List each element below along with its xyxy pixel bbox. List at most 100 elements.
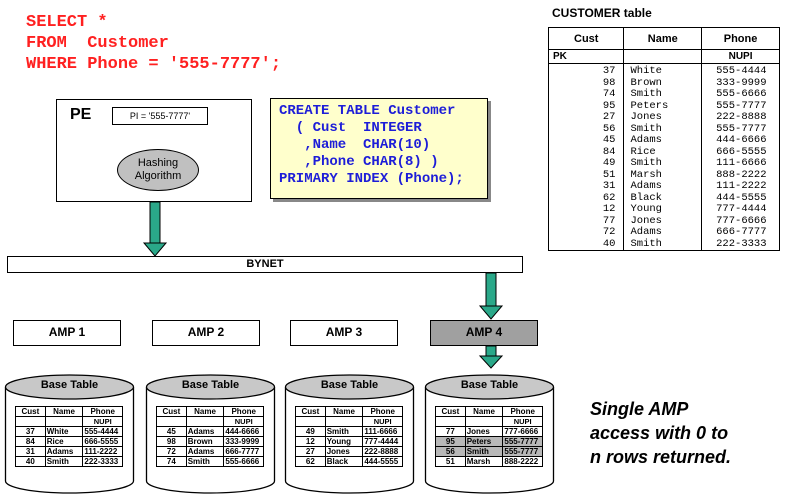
base-table-subheader — [156, 416, 187, 427]
base-table-header: Name — [185, 406, 225, 417]
base-table-subheader — [435, 416, 466, 427]
base-table-cell: Adams — [185, 446, 225, 457]
customer-cell-phone: 555-4444 — [716, 65, 767, 77]
base-table-title: Base Table — [40, 379, 99, 391]
pe-label: PE — [70, 106, 92, 123]
base-table-cell: Brown — [185, 436, 225, 447]
hash-label-line1: Hashing — [137, 157, 179, 169]
base-table-cell: Jones — [464, 426, 504, 437]
base-table-cell: 77 — [435, 426, 466, 437]
bynet-to-amp4-arrow — [478, 272, 504, 320]
bynet-bar: BYNET — [7, 256, 523, 273]
customer-subheader-pk: PK — [547, 49, 625, 64]
caption-line3: n rows returned. — [590, 447, 732, 467]
base-table-cell: 222-8888 — [362, 446, 403, 457]
base-table-subheader — [324, 416, 364, 427]
caption-line1: Single AMP — [590, 399, 689, 419]
base-table-cell: Marsh — [464, 456, 504, 467]
base-table-subheader: NUPI — [362, 416, 403, 427]
base-table-cell: 555-6666 — [223, 456, 264, 467]
base-table-cell: Rice — [44, 436, 84, 447]
base-table-cell: 49 — [295, 426, 326, 437]
customer-cell-name: Smith — [630, 122, 662, 135]
base-table-title: Base Table — [320, 379, 379, 391]
customer-cell-name: Smith — [630, 88, 662, 100]
customer-cell-phone: 555-7777 — [716, 122, 767, 135]
customer-cell-phone: 555-6666 — [716, 88, 767, 100]
base-table-cell: 98 — [156, 436, 187, 447]
customer-cell-phone: 444-6666 — [716, 134, 767, 146]
base-table-cell: 62 — [295, 456, 326, 467]
base-table-subheader — [295, 416, 326, 427]
base-table-cell: Smith — [44, 456, 84, 467]
base-table-subheader — [44, 416, 84, 427]
customer-cell-name: Jones — [630, 111, 662, 123]
base-table-cell: 56 — [435, 446, 466, 457]
customer-cell-cust: 74 — [602, 88, 616, 100]
base-table-subheader: NUPI — [502, 416, 543, 427]
customer-cell-name: Adams — [630, 180, 662, 192]
base-table-cell: Smith — [185, 456, 225, 467]
base-table-cell: 666-5555 — [82, 436, 123, 447]
base-table-cell: 777-6666 — [502, 426, 543, 437]
customer-cell-cust: 51 — [602, 168, 616, 181]
base-table-cell: 40 — [15, 456, 46, 467]
customer-cell-name: Marsh — [630, 168, 662, 181]
base-table-cell: Peters — [464, 436, 504, 447]
customer-cell-phone: 444-5555 — [716, 191, 767, 204]
create-line: ,Name CHAR(10) — [279, 137, 431, 153]
customer-cell-cust: 40 — [602, 237, 616, 250]
customer-cell-cust: 31 — [602, 180, 616, 192]
base-table-cell: 444-6666 — [223, 426, 264, 437]
create-line: ,Phone CHAR(8) ) — [279, 154, 439, 170]
amp-4-box: AMP 4 — [430, 320, 538, 346]
amp-2-box: AMP 2 — [152, 320, 260, 346]
base-table-subheader — [185, 416, 225, 427]
sql-line: FROM Customer — [26, 34, 169, 53]
base-table-cell: 31 — [15, 446, 46, 457]
caption: Single AMP access with 0 to n rows retur… — [590, 397, 731, 469]
customer-cell-name: Smith — [630, 237, 662, 250]
base-table-cell: Adams — [185, 426, 225, 437]
base-table-cell: Adams — [44, 446, 84, 457]
customer-cell-name: Young — [630, 203, 662, 215]
base-table-cell: 888-2222 — [502, 456, 543, 467]
base-table-cell: 111-6666 — [362, 426, 403, 437]
base-table-cell: Smith — [464, 446, 504, 457]
customer-cell-cust: 27 — [602, 111, 616, 123]
base-table-cell: 111-2222 — [82, 446, 123, 457]
customer-cell-phone: 555-7777 — [716, 99, 767, 112]
base-table-header: Phone — [82, 406, 123, 417]
customer-cell-phone: 666-5555 — [716, 145, 767, 158]
base-table-subheader — [15, 416, 46, 427]
base-table-title: Base Table — [460, 379, 519, 391]
create-table-box: CREATE TABLE Customer ( Cust INTEGER ,Na… — [270, 98, 488, 199]
base-table-header: Cust — [295, 406, 326, 417]
customer-cell-cust: 72 — [602, 226, 616, 238]
base-table-cell: 72 — [156, 446, 187, 457]
customer-header-name: Name — [623, 27, 703, 50]
caption-line2: access with 0 to — [590, 423, 729, 443]
create-line: CREATE TABLE Customer — [279, 103, 456, 119]
base-table-cell: 333-9999 — [223, 436, 264, 447]
customer-cell-name: Peters — [630, 99, 669, 112]
